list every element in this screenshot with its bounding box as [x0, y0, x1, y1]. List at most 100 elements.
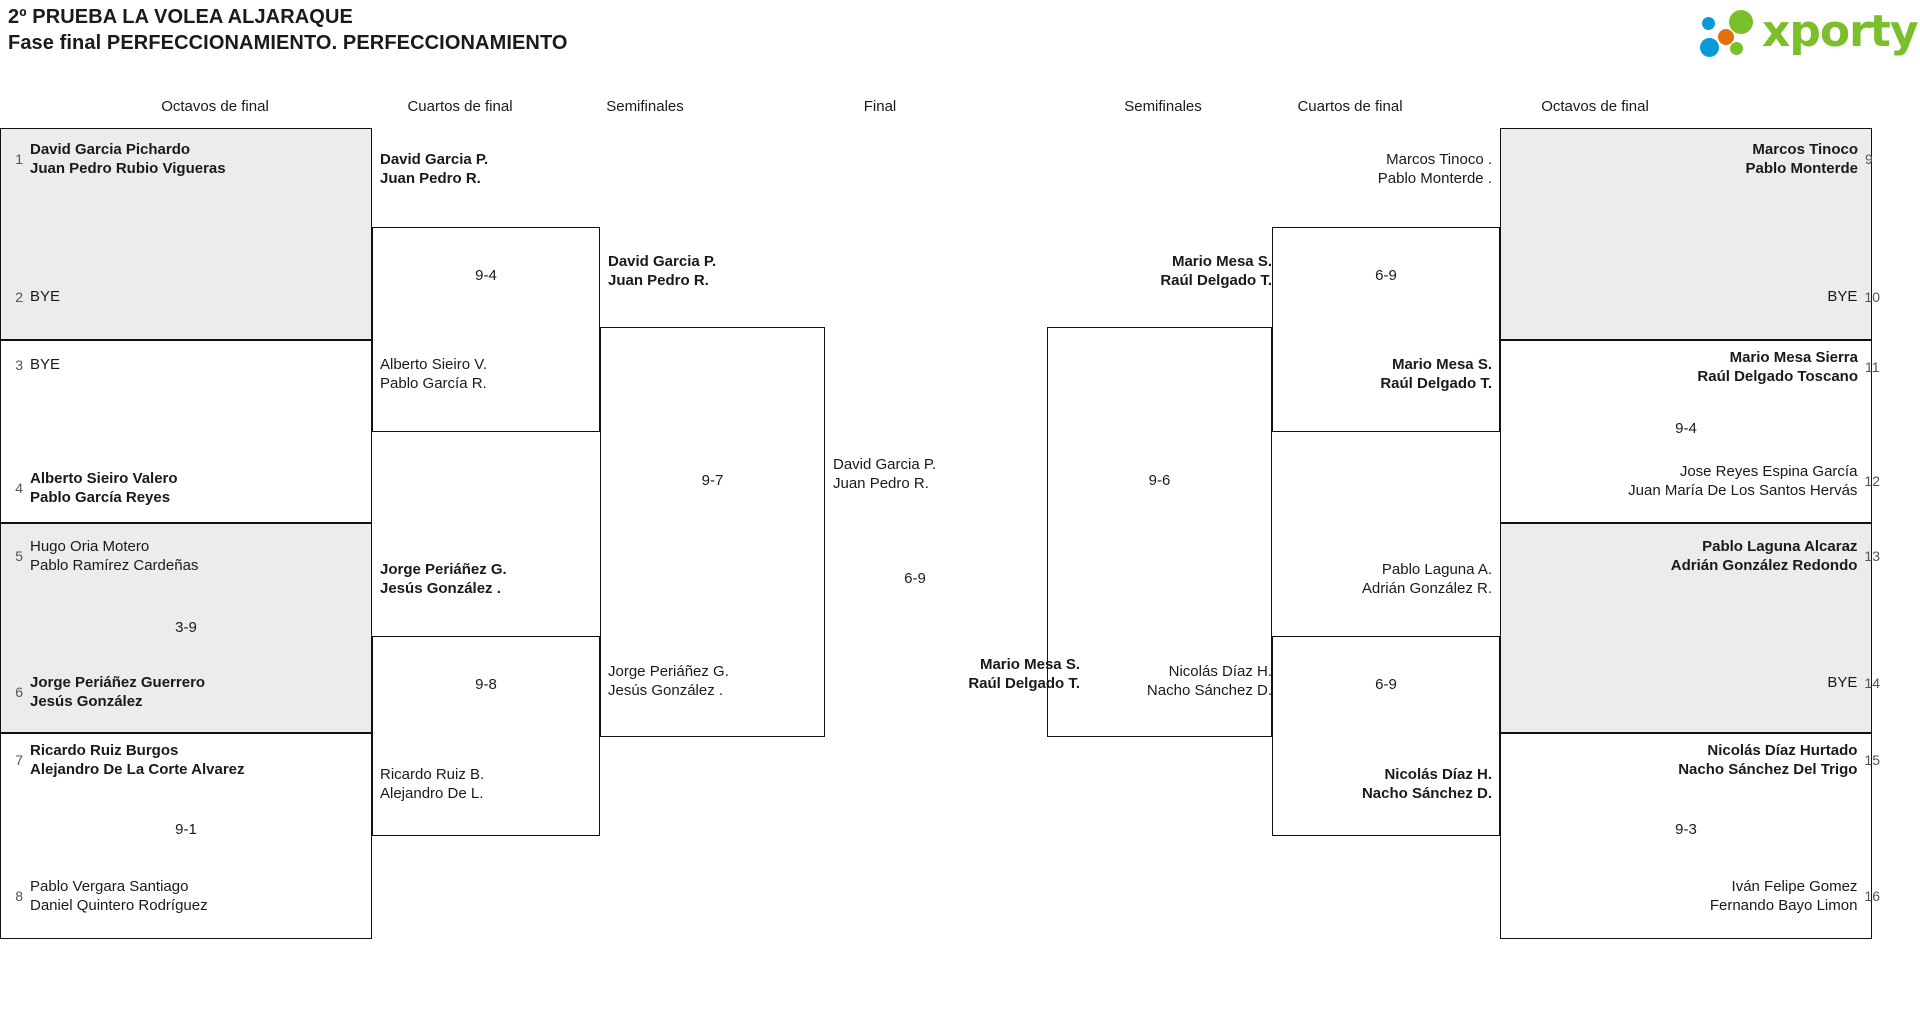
seed-number: 2: [15, 288, 23, 305]
sf-team-left-a[interactable]: David Garcia P. Juan Pedro R.: [608, 252, 716, 290]
qf-box-right-2[interactable]: [1272, 636, 1500, 836]
r16-match-right-3[interactable]: [1500, 523, 1872, 733]
r16-slot-seed-7[interactable]: 7 Ricardo Ruiz Burgos Alejandro De La Co…: [8, 741, 245, 779]
r16-slot-seed-12[interactable]: 12 Jose Reyes Espina García Juan María D…: [1628, 462, 1880, 500]
qf-score-right-1: 6-9: [1375, 267, 1397, 284]
r16-slot-seed-11[interactable]: 11 Mario Mesa Sierra Raúl Delgado Toscan…: [1697, 348, 1880, 386]
qf-team-right-1b[interactable]: Mario Mesa S. Raúl Delgado T.: [1272, 355, 1492, 393]
qf-score-left-1: 9-4: [475, 267, 497, 284]
qf-box-left-1[interactable]: [372, 227, 600, 432]
player-2: Raúl Delgado T.: [1380, 375, 1492, 392]
player-1: Marcos Tinoco .: [1386, 151, 1492, 168]
seed-number: 15: [1864, 752, 1880, 768]
page-title: 2º PRUEBA LA VOLEA ALJARAQUE Fase final …: [8, 4, 568, 56]
r16-slot-seed-2[interactable]: 2 BYE: [8, 287, 60, 306]
round-header-cuartos-left: Cuartos de final: [407, 98, 513, 115]
tournament-title: 2º PRUEBA LA VOLEA ALJARAQUE: [8, 6, 353, 28]
qf-team-right-1a[interactable]: Marcos Tinoco . Pablo Monterde .: [1272, 150, 1492, 188]
r16-match-right-1[interactable]: [1500, 128, 1872, 340]
r16-slot-seed-14[interactable]: 14 BYE: [1827, 673, 1880, 692]
sf-team-left-b[interactable]: Jorge Periáñez G. Jesús González .: [608, 662, 729, 700]
player-2: Jesús González: [30, 693, 143, 710]
r16-slot-seed-3[interactable]: 3 BYE: [8, 355, 60, 374]
r16-slot-seed-9[interactable]: 9 Marcos Tinoco Pablo Monterde: [1745, 140, 1880, 178]
qf-score-left-2: 9-8: [475, 676, 497, 693]
player-1: Iván Felipe Gomez: [1731, 878, 1858, 895]
r16-match-left-3[interactable]: [0, 523, 372, 733]
player-1: Mario Mesa S.: [1391, 356, 1492, 373]
seed-number: 7: [15, 752, 23, 768]
qf-team-left-1b[interactable]: Alberto Sieiro V. Pablo García R.: [380, 355, 487, 393]
qf-box-right-1[interactable]: [1272, 227, 1500, 432]
r16-slot-seed-6[interactable]: 6 Jorge Periáñez Guerrero Jesús González: [8, 673, 205, 711]
sf-team-right-a[interactable]: Mario Mesa S. Raúl Delgado T.: [1047, 252, 1272, 290]
final-team-left[interactable]: David Garcia P. Juan Pedro R.: [833, 455, 936, 493]
player-1: Nicolás Díaz Hurtado: [1707, 742, 1858, 759]
r16-score-right-4: 9-3: [1675, 821, 1697, 838]
sf-team-right-b[interactable]: Nicolás Díaz H. Nacho Sánchez D.: [1047, 662, 1272, 700]
player-2: Pablo Monterde .: [1377, 170, 1492, 187]
player-1: Pablo Laguna A.: [1381, 561, 1492, 578]
seed-number: 5: [15, 548, 23, 564]
bye-label: BYE: [30, 288, 61, 305]
seed-number: 16: [1864, 888, 1880, 904]
xporty-logo: xporty: [1700, 6, 1919, 62]
round-header-final: Final: [863, 98, 897, 115]
r16-slot-seed-8[interactable]: 8 Pablo Vergara Santiago Daniel Quintero…: [8, 877, 207, 915]
r16-match-right-2[interactable]: [1500, 340, 1872, 523]
player-1: Jorge Periáñez G.: [380, 561, 507, 578]
sf-box-right[interactable]: [1047, 327, 1272, 737]
seed-number: 10: [1864, 288, 1880, 305]
player-2: Pablo Ramírez Cardeñas: [30, 557, 199, 574]
player-2: Raúl Delgado T.: [968, 675, 1080, 692]
r16-match-left-2[interactable]: [0, 340, 372, 523]
r16-slot-seed-16[interactable]: 16 Iván Felipe Gomez Fernando Bayo Limon: [1710, 877, 1880, 915]
team-names: Jose Reyes Espina García Juan María De L…: [1628, 462, 1857, 500]
r16-score-left-4: 9-1: [175, 821, 197, 838]
player-1: Mario Mesa Sierra: [1729, 349, 1858, 366]
qf-team-right-2b[interactable]: Nicolás Díaz H. Nacho Sánchez D.: [1272, 765, 1492, 803]
r16-slot-seed-5[interactable]: 5 Hugo Oria Motero Pablo Ramírez Cardeña…: [8, 537, 198, 575]
r16-slot-seed-10[interactable]: 10 BYE: [1827, 287, 1880, 306]
player-1: David Garcia P.: [380, 151, 489, 168]
round-header-octavos-right: Octavos de final: [1541, 98, 1649, 115]
r16-match-right-4[interactable]: [1500, 733, 1872, 939]
r16-match-left-4[interactable]: [0, 733, 372, 939]
player-2: Juan María De Los Santos Hervás: [1628, 482, 1858, 499]
player-1: Alberto Sieiro Valero: [30, 470, 178, 487]
r16-match-left-1[interactable]: [0, 128, 372, 340]
round-header-octavos-left: Octavos de final: [161, 98, 269, 115]
team-names: Iván Felipe Gomez Fernando Bayo Limon: [1710, 877, 1858, 915]
player-2: Alejandro De L.: [380, 785, 484, 802]
seed-number: 11: [1865, 359, 1880, 375]
team-names: BYE: [1827, 673, 1857, 692]
player-1: Nicolás Díaz H.: [1384, 766, 1492, 783]
r16-score-left-3: 3-9: [175, 619, 197, 636]
player-2: Juan Pedro R.: [608, 272, 709, 289]
team-names: Ricardo Ruiz Burgos Alejandro De La Cort…: [30, 741, 245, 779]
r16-score-right-2: 9-4: [1675, 420, 1697, 437]
sf-box-left[interactable]: [600, 327, 825, 737]
r16-slot-seed-1[interactable]: 1 David Garcia Pichardo Juan Pedro Rubio…: [8, 140, 225, 178]
r16-slot-seed-4[interactable]: 4 Alberto Sieiro Valero Pablo García Rey…: [8, 469, 178, 507]
team-names: BYE: [1827, 287, 1857, 306]
qf-team-left-1a[interactable]: David Garcia P. Juan Pedro R.: [380, 150, 488, 188]
player-2: Jesús González .: [380, 580, 501, 597]
final-team-right[interactable]: Mario Mesa S. Raúl Delgado T.: [880, 655, 1080, 693]
round-header-semis-left: Semifinales: [606, 98, 684, 115]
team-names: Alberto Sieiro Valero Pablo García Reyes: [30, 469, 178, 507]
qf-team-left-2a[interactable]: Jorge Periáñez G. Jesús González .: [380, 560, 507, 598]
r16-slot-seed-15[interactable]: 15 Nicolás Díaz Hurtado Nacho Sánchez De…: [1678, 741, 1880, 779]
bye-label: BYE: [1827, 674, 1858, 691]
qf-box-left-2[interactable]: [372, 636, 600, 836]
seed-number: 1: [15, 151, 23, 167]
seed-number: 3: [15, 356, 23, 373]
team-names: Mario Mesa Sierra Raúl Delgado Toscano: [1697, 348, 1858, 386]
qf-team-right-2a[interactable]: Pablo Laguna A. Adrián González R.: [1272, 560, 1492, 598]
player-1: Ricardo Ruiz Burgos: [30, 742, 179, 759]
player-2: Jesús González .: [608, 682, 724, 699]
player-1: Pablo Laguna Alcaraz: [1702, 538, 1858, 555]
qf-team-left-2b[interactable]: Ricardo Ruiz B. Alejandro De L.: [380, 765, 484, 803]
r16-slot-seed-13[interactable]: 13 Pablo Laguna Alcaraz Adrián González …: [1671, 537, 1880, 575]
